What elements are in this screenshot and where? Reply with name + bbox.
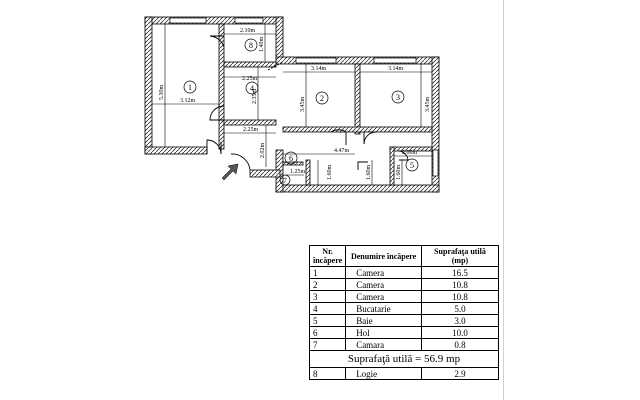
dim-label: 1.60m bbox=[327, 165, 333, 181]
table-header-row: Nr. încăpere Denumire încăpere Suprafaţa… bbox=[308, 245, 499, 267]
table-row: 8 Logie 2.9 bbox=[308, 367, 499, 380]
dim-label: 3.12m bbox=[180, 98, 196, 104]
cell-nr: 6 bbox=[308, 326, 347, 339]
cell-area: 0.8 bbox=[421, 338, 499, 351]
total-row: Suprafaţă utilă = 56.9 mp bbox=[309, 350, 499, 368]
total-value: 56.9 mp bbox=[424, 353, 461, 365]
dim-label: 1.40m bbox=[259, 37, 265, 53]
cell-name: Camara bbox=[345, 338, 422, 351]
cell-nr: 7 bbox=[308, 338, 347, 351]
table-row: 3 Camera 10.8 bbox=[308, 290, 499, 303]
room-number-2: 2 bbox=[320, 94, 324, 103]
page-edge-line bbox=[503, 0, 504, 400]
entrance-arrow-icon bbox=[221, 163, 239, 181]
cell-nr: 4 bbox=[308, 302, 347, 315]
cell-area: 10.0 bbox=[421, 326, 499, 339]
dim-label: 2.35m bbox=[252, 89, 258, 105]
windows bbox=[169, 17, 439, 177]
dim-label: 2.00m bbox=[402, 150, 418, 156]
cell-name: Bucatarie bbox=[345, 302, 422, 315]
dim-label: 3.45m bbox=[425, 97, 431, 113]
cell-nr: 5 bbox=[308, 314, 347, 327]
cell-name: Baie bbox=[345, 314, 422, 327]
cell-name: Logie bbox=[345, 367, 422, 380]
room-number-6: 6 bbox=[289, 154, 293, 163]
cell-nr: 2 bbox=[308, 278, 347, 291]
dim-label: 5.30m bbox=[159, 85, 165, 101]
table-row: 6 Hol 10.0 bbox=[308, 326, 499, 339]
cell-nr: 8 bbox=[308, 367, 347, 380]
table-row: 7 Camara 0.8 bbox=[308, 338, 499, 351]
table-row: 5 Baie 3.0 bbox=[308, 314, 499, 327]
cell-name: Camera bbox=[345, 266, 422, 279]
table-row: 2 Camera 10.8 bbox=[308, 278, 499, 291]
table-row: 1 Camera 16.5 bbox=[308, 266, 499, 279]
dim-label: 4.47m bbox=[334, 148, 350, 154]
room-number-7: 7 bbox=[283, 177, 287, 185]
dim-label: 1.25m bbox=[290, 169, 306, 175]
dim-label: 3.14m bbox=[388, 66, 404, 72]
dim-label: 2.02m bbox=[260, 143, 266, 159]
cell-area: 10.8 bbox=[421, 290, 499, 303]
room-number-1: 1 bbox=[188, 83, 192, 92]
cell-area: 5.0 bbox=[421, 302, 499, 315]
cell-nr: 1 bbox=[308, 266, 347, 279]
dim-label: 2.25m bbox=[243, 127, 259, 133]
dim-label: 2.25m bbox=[242, 76, 258, 82]
table-row: 4 Bucatarie 5.0 bbox=[308, 302, 499, 315]
cell-area: 16.5 bbox=[421, 266, 499, 279]
dimension-labels: 2.10m 1.40m 5.30m 3.12m 2.25m 2.35m 3.14… bbox=[159, 28, 431, 180]
room-number-4: 4 bbox=[250, 84, 254, 93]
dim-label: 3.45m bbox=[300, 97, 306, 113]
header-name: Denumire încăpere bbox=[345, 245, 422, 267]
cell-name: Camera bbox=[345, 290, 422, 303]
total-label: Suprafaţă utilă = bbox=[347, 353, 422, 365]
door-swings bbox=[206, 35, 409, 171]
floor-plan: 2.10m 1.40m 5.30m 3.12m 2.25m 2.35m 3.14… bbox=[144, 16, 440, 193]
cell-name: Camera bbox=[345, 278, 422, 291]
room-markers bbox=[183, 38, 419, 186]
dim-label: 1.60m bbox=[396, 165, 402, 181]
dim-label: 1.60m bbox=[366, 165, 372, 181]
dim-label: 3.14m bbox=[311, 66, 327, 72]
header-area: Suprafaţa utilă (mp) bbox=[421, 245, 499, 267]
dimension-lines bbox=[152, 24, 432, 185]
room-number-8: 8 bbox=[249, 41, 253, 50]
room-number-3: 3 bbox=[396, 93, 400, 102]
cell-name: Hol bbox=[345, 326, 422, 339]
walls bbox=[144, 16, 440, 193]
total-cell: Suprafaţă utilă = 56.9 mp bbox=[309, 350, 499, 368]
cell-nr: 3 bbox=[308, 290, 347, 303]
cell-area: 10.8 bbox=[421, 278, 499, 291]
room-areas-table: Nr. încăpere Denumire încăpere Suprafaţa… bbox=[308, 245, 499, 380]
cell-area: 2.9 bbox=[421, 367, 499, 380]
header-nr: Nr. încăpere bbox=[308, 245, 347, 267]
cell-area: 3.0 bbox=[421, 314, 499, 327]
room-number-5: 5 bbox=[410, 161, 414, 170]
dim-label: 2.10m bbox=[240, 28, 256, 34]
